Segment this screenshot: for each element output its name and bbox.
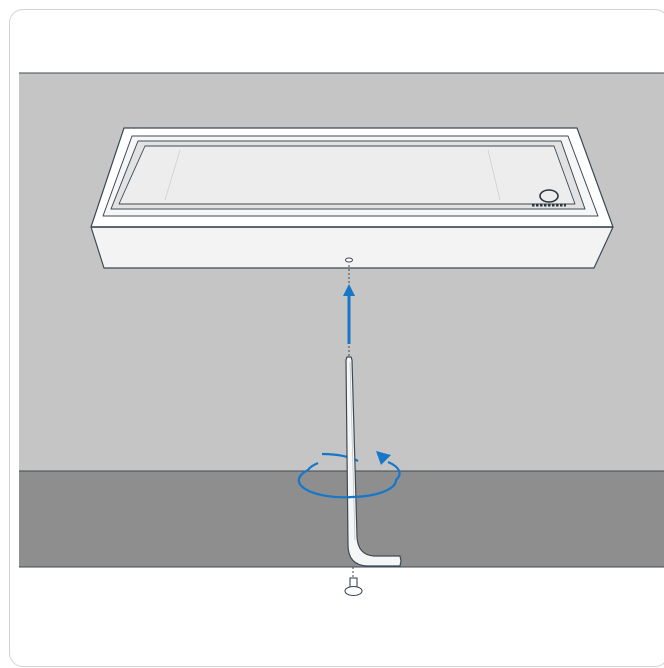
arrow-up-head (343, 284, 355, 296)
rotate-arrow-front (297, 460, 401, 499)
logo-ring (539, 189, 559, 203)
brand-logo-mark (532, 189, 566, 207)
allen-key-highlight (349, 361, 356, 541)
fixture-tray-border (118, 145, 576, 205)
rotate-arrow-head (376, 451, 391, 465)
screw-hole (345, 257, 353, 263)
allen-key-icon (345, 356, 402, 567)
reflection-line-left (164, 149, 181, 201)
set-screw-icon (344, 577, 363, 597)
set-screw-head (344, 585, 363, 597)
set-screw-shank (349, 577, 358, 588)
reflection-line-right (487, 149, 501, 201)
recessed-tray-fixture (90, 127, 614, 269)
floor-panel (19, 471, 664, 567)
arrow-up-icon (343, 284, 355, 344)
rotate-arrow-back (321, 452, 359, 462)
allen-key-body (345, 356, 402, 567)
